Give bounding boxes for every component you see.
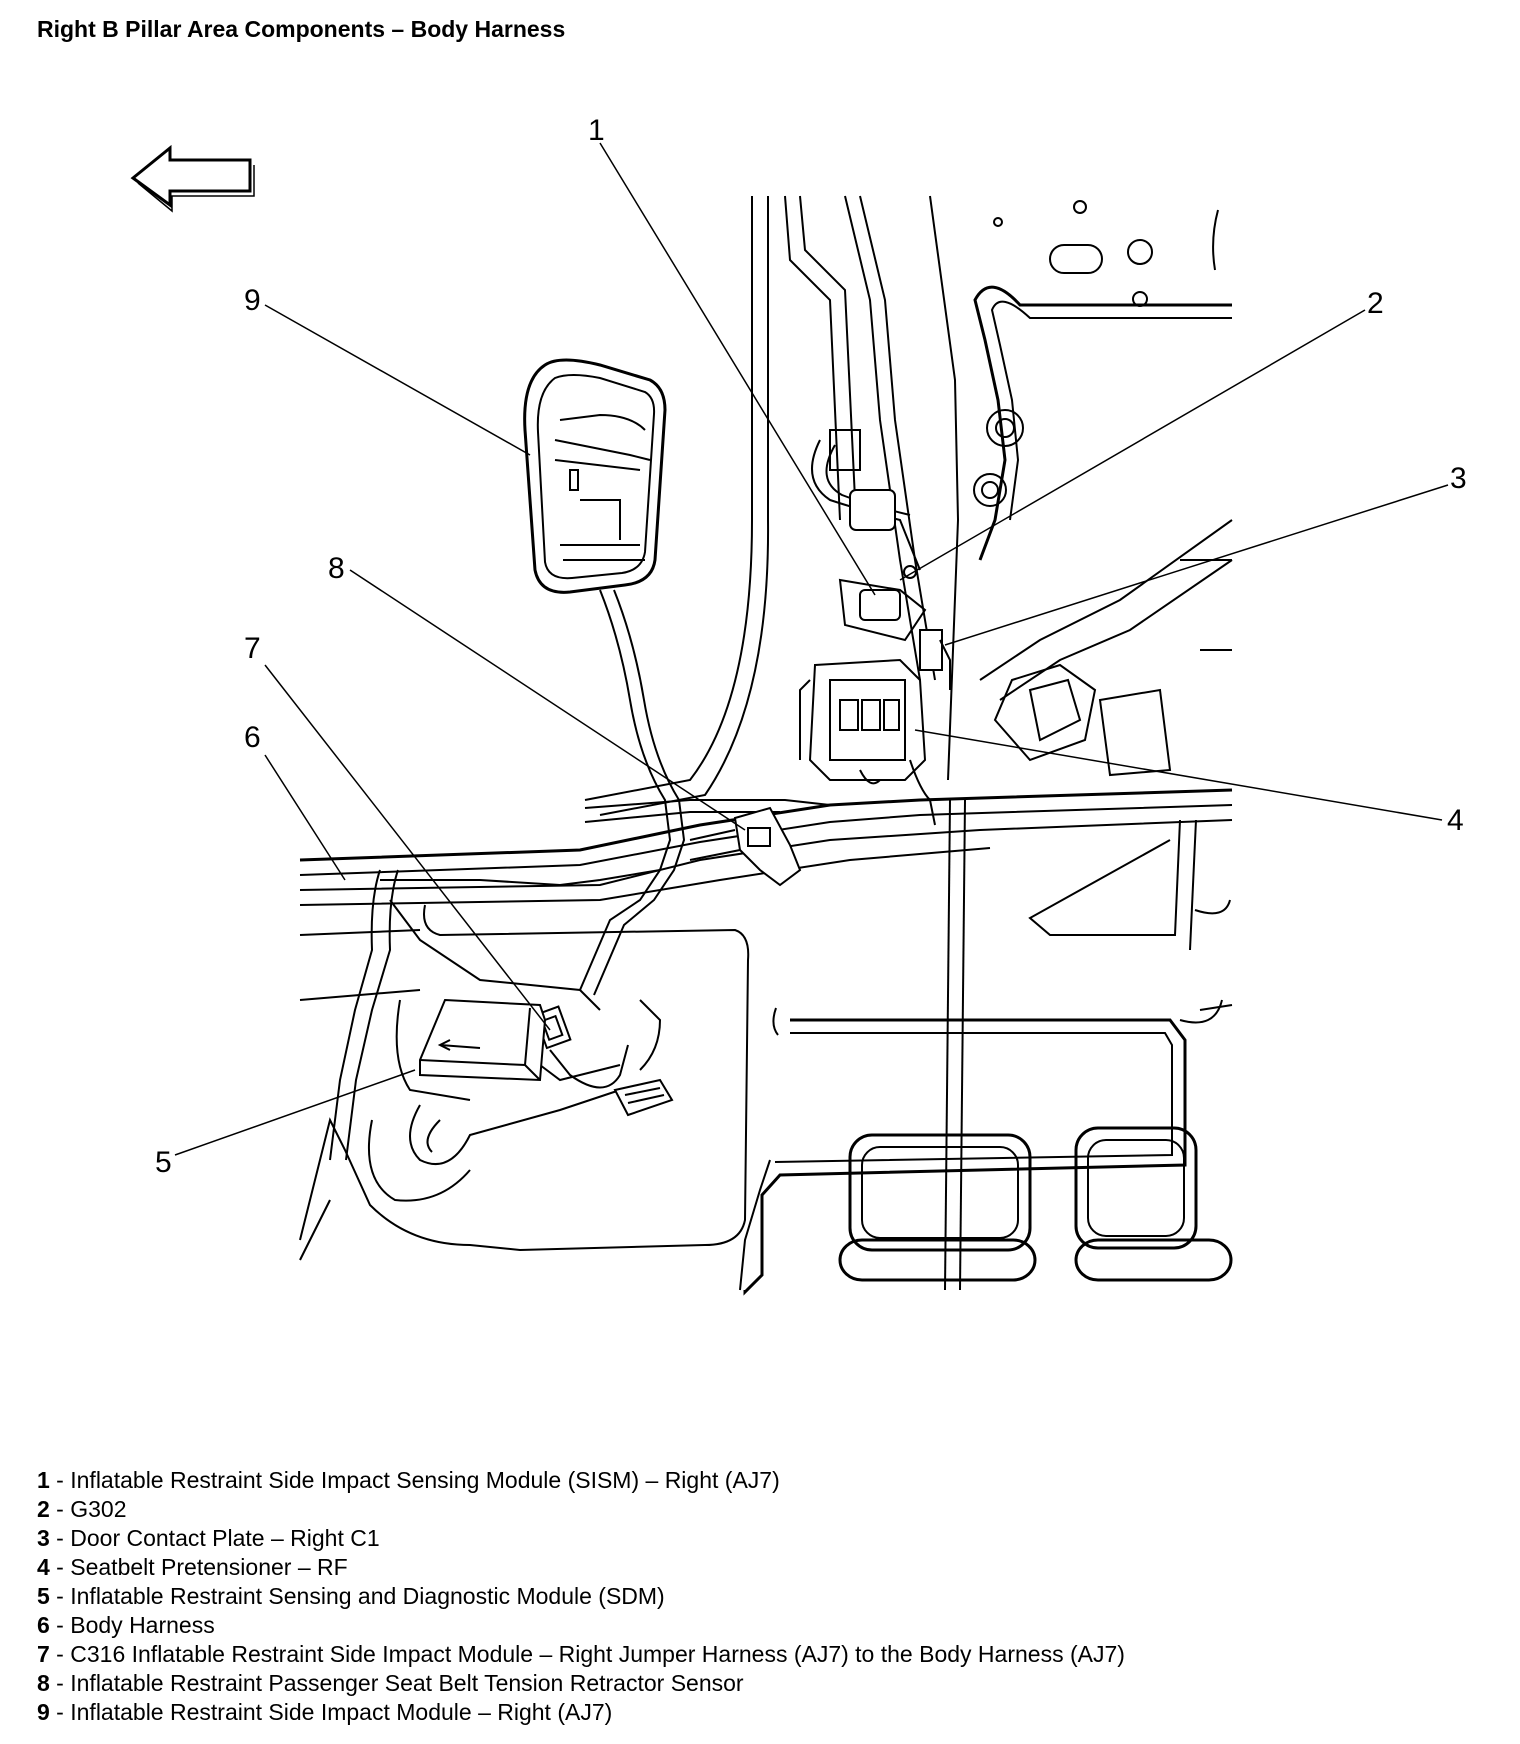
legend-text: Inflatable Restraint Side Impact Module … — [70, 1699, 613, 1725]
legend-separator: - — [49, 1641, 71, 1667]
harness-connector — [613, 1078, 674, 1117]
side-impact-module — [523, 358, 667, 594]
legend-number: 3 — [37, 1525, 50, 1551]
legend-text: Door Contact Plate – Right C1 — [70, 1525, 380, 1551]
legend-item: 9 - Inflatable Restraint Side Impact Mod… — [37, 1698, 1125, 1727]
legend-separator: - — [49, 1612, 71, 1638]
direction-arrow-icon — [130, 144, 255, 213]
legend-item: 3 - Door Contact Plate – Right C1 — [37, 1524, 1125, 1553]
legend-text: G302 — [70, 1496, 127, 1522]
legend-item: 2 - G302 — [37, 1495, 1125, 1524]
sism-connector — [811, 429, 927, 642]
legend-text: Inflatable Restraint Sensing and Diagnos… — [70, 1583, 665, 1609]
legend-item: 8 - Inflatable Restraint Passenger Seat … — [37, 1669, 1125, 1698]
legend-number: 1 — [37, 1467, 50, 1493]
door-contact-plate — [919, 629, 951, 690]
seatbelt-pretensioner — [799, 658, 936, 826]
sensing-diagnostic-module — [419, 998, 547, 1082]
b-pillar-structure — [584, 195, 960, 816]
legend-text: Body Harness — [70, 1612, 215, 1638]
tension-retractor-sensor — [689, 806, 802, 887]
callout-1: 1 — [588, 114, 605, 147]
callout-3: 3 — [1450, 462, 1467, 495]
legend-separator: - — [49, 1699, 71, 1725]
legend-number: 9 — [37, 1699, 50, 1725]
legend-number: 6 — [37, 1612, 50, 1638]
legend-item: 7 - C316 Inflatable Restraint Side Impac… — [37, 1640, 1125, 1669]
legend-separator: - — [49, 1670, 71, 1696]
callout-5: 5 — [155, 1146, 172, 1179]
floor-pan — [739, 799, 1233, 1296]
legend-number: 5 — [37, 1583, 50, 1609]
callout-7: 7 — [244, 632, 261, 665]
legend-separator: - — [49, 1554, 71, 1580]
legend-item: 6 - Body Harness — [37, 1611, 1125, 1640]
legend-text: Inflatable Restraint Passenger Seat Belt… — [70, 1670, 744, 1696]
legend-number: 7 — [37, 1641, 50, 1667]
callout-4: 4 — [1447, 804, 1464, 837]
page-title: Right B Pillar Area Components – Body Ha… — [37, 16, 566, 42]
door-frame-panel — [973, 200, 1233, 777]
callout-2: 2 — [1367, 287, 1384, 320]
legend-number: 2 — [37, 1496, 50, 1522]
leader-lines — [174, 142, 1449, 1156]
legend-text: Inflatable Restraint Side Impact Sensing… — [70, 1467, 780, 1493]
legend-number: 4 — [37, 1554, 50, 1580]
legend-separator: - — [49, 1583, 71, 1609]
component-legend: 1 - Inflatable Restraint Side Impact Sen… — [37, 1466, 1125, 1727]
legend-text: C316 Inflatable Restraint Side Impact Mo… — [70, 1641, 1125, 1667]
callout-6: 6 — [244, 721, 261, 754]
left-floor-outline — [299, 904, 750, 1261]
legend-separator: - — [49, 1525, 71, 1551]
legend-text: Seatbelt Pretensioner – RF — [70, 1554, 348, 1580]
jumper-harness — [380, 589, 686, 996]
legend-item: 4 - Seatbelt Pretensioner – RF — [37, 1553, 1125, 1582]
callout-9: 9 — [244, 284, 261, 317]
legend-separator: - — [49, 1496, 71, 1522]
legend-separator: - — [49, 1467, 71, 1493]
callout-8: 8 — [328, 552, 345, 585]
legend-number: 8 — [37, 1670, 50, 1696]
callout-numbers: 1 2 3 4 5 6 7 8 9 — [155, 114, 1467, 1179]
legend-item: 1 - Inflatable Restraint Side Impact Sen… — [37, 1466, 1125, 1495]
legend-item: 5 - Inflatable Restraint Sensing and Dia… — [37, 1582, 1125, 1611]
